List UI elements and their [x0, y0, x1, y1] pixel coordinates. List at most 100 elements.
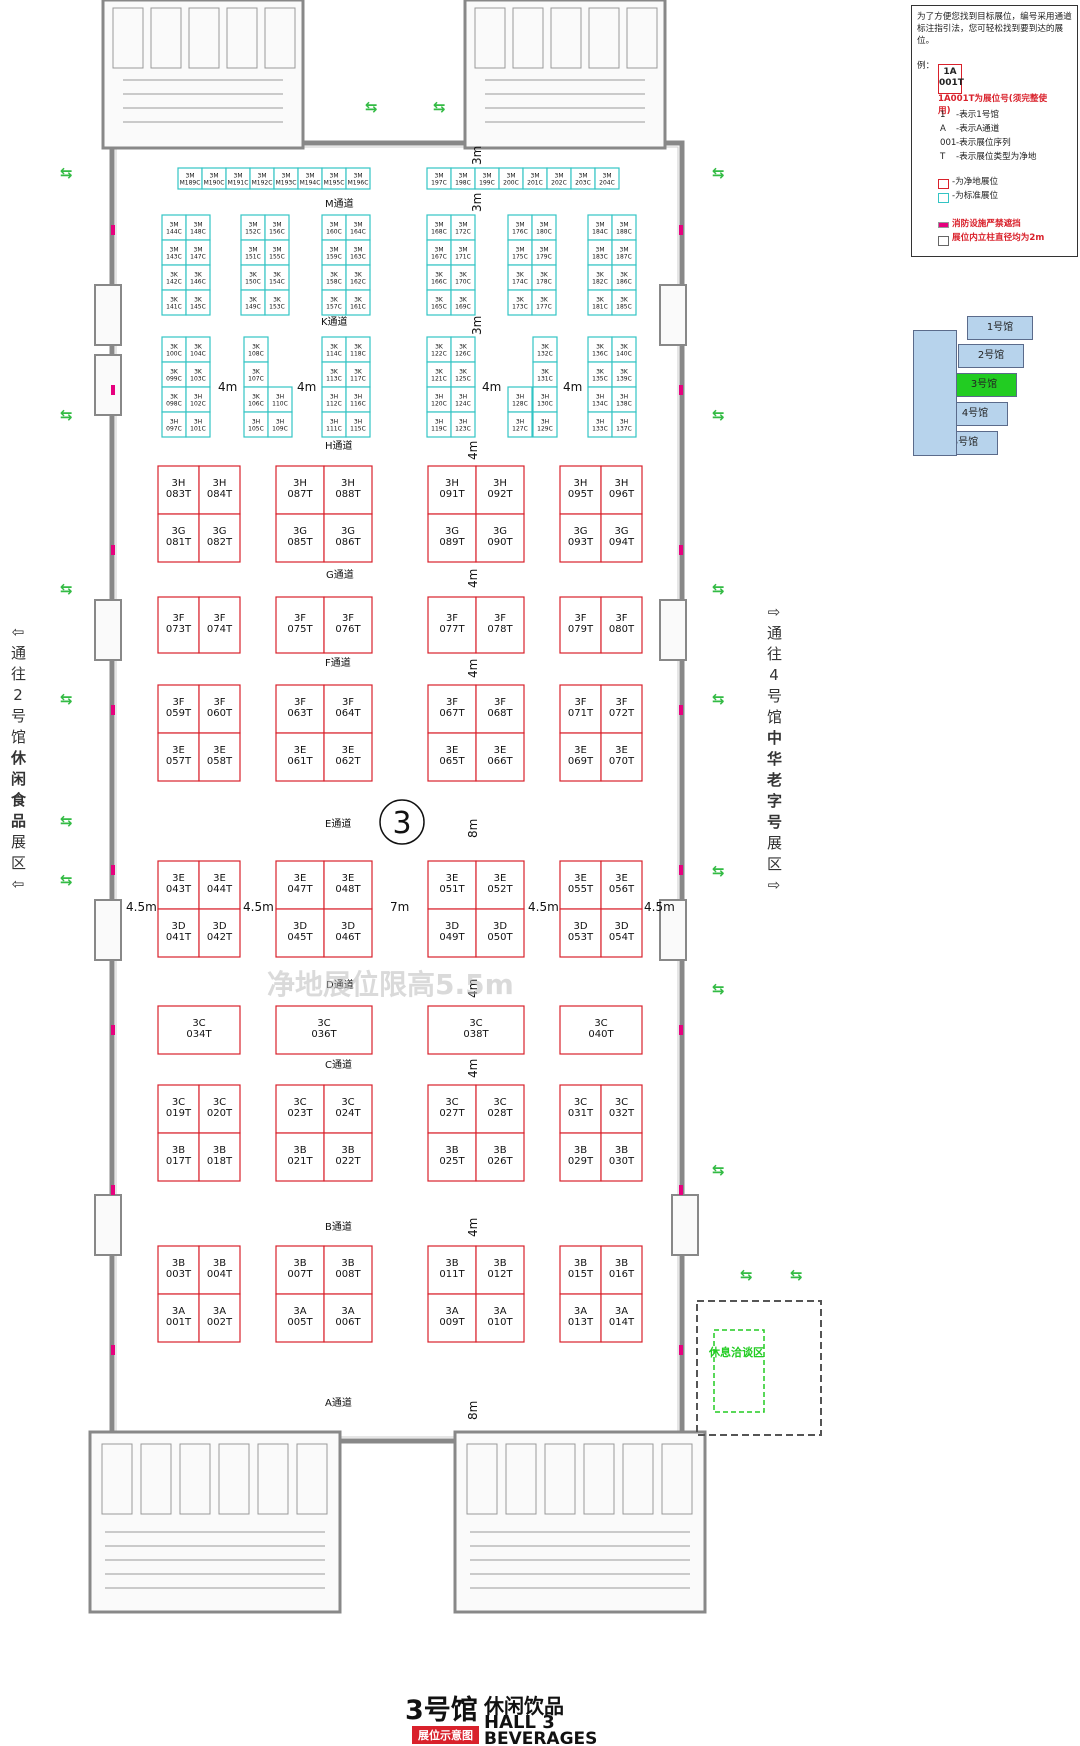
booth-code: 011T — [439, 1269, 465, 1280]
fire-facility-icon — [938, 222, 949, 228]
raw-space-booth — [427, 1293, 477, 1343]
door-arrow-icon: ⇆ — [60, 812, 73, 830]
raw-space-booth — [323, 860, 373, 910]
booth-code: 067T — [439, 708, 465, 719]
booth-code: 112C — [326, 401, 342, 408]
standard-booth — [185, 289, 211, 316]
door-arrow-icon: ⇆ — [740, 1266, 753, 1284]
booth-code: 3H — [620, 394, 628, 401]
booth-code: 3M — [273, 222, 282, 229]
booth-code: M190C — [204, 180, 225, 187]
side-structure — [94, 284, 122, 346]
booth-code: 023T — [287, 1108, 313, 1119]
standard-booth — [611, 289, 637, 316]
booth-code: 3K — [540, 272, 549, 279]
raw-space-booth — [475, 860, 525, 910]
booth-code: 095T — [568, 489, 594, 500]
booth-code: 141C — [166, 304, 182, 311]
booth-code: 046T — [335, 932, 361, 943]
booth-code: 3K — [541, 369, 550, 376]
width-label: 4m — [466, 659, 480, 678]
standard-booth — [264, 289, 290, 316]
booth-code: 3K — [273, 272, 282, 279]
booth-code: 3K — [170, 272, 179, 279]
booth-code: 3D — [212, 921, 226, 932]
booth-code: 3F — [172, 697, 184, 708]
booth-code: 3K — [435, 369, 444, 376]
booth-code: 3K — [170, 369, 179, 376]
booth-code: 136C — [592, 351, 608, 358]
booth-code: 183C — [592, 254, 608, 261]
booth-code: 3K — [596, 369, 605, 376]
fire-facility-icon — [111, 705, 115, 715]
fire-facility-icon — [111, 385, 115, 395]
booth-code: 164C — [350, 229, 366, 236]
booth-code: 3H — [354, 394, 362, 401]
booth-code: 116C — [350, 401, 366, 408]
raw-space-booth — [198, 684, 241, 734]
booth-code: 3C — [574, 1097, 587, 1108]
hall-wall-inner — [115, 146, 679, 1438]
title-en-1: HALL 3 — [484, 1712, 555, 1733]
service-room — [296, 1443, 328, 1515]
booth-code: 113C — [326, 376, 342, 383]
booth-code: 070T — [609, 756, 635, 767]
booth-code: 123C — [455, 426, 471, 433]
standard-booth — [507, 264, 533, 291]
booth-code: 163C — [350, 254, 366, 261]
booth-code: 3M — [330, 222, 339, 229]
standard-booth — [321, 289, 347, 316]
booth-code: 080T — [609, 624, 635, 635]
standard-booth — [243, 411, 269, 438]
booth-code: 171C — [455, 254, 471, 261]
service-room — [257, 1443, 289, 1515]
width-label: 4m — [218, 380, 237, 394]
booth-code: 186C — [616, 279, 632, 286]
booth-code: 022T — [335, 1156, 361, 1167]
booth-code: 181C — [592, 304, 608, 311]
aisle-label: E通道 — [325, 817, 351, 830]
raw-space-booth — [600, 596, 643, 654]
raw-space-booth — [157, 513, 200, 563]
booth-code: 3C — [213, 1097, 226, 1108]
booth-code: 004T — [207, 1269, 233, 1280]
standard-booth — [185, 411, 211, 438]
raw-space-booth — [275, 860, 325, 910]
booth-code: 101C — [190, 426, 206, 433]
fire-facility-icon — [679, 225, 683, 235]
raw-space-booth — [559, 1005, 643, 1055]
booth-code: 119C — [431, 426, 447, 433]
booth-code: 3C — [493, 1097, 506, 1108]
raw-space-booth — [475, 1084, 525, 1134]
raw-space-booth — [600, 1245, 643, 1295]
raw-space-booth — [559, 513, 602, 563]
booth-code: 3M — [186, 173, 195, 180]
hall-map-connector — [913, 330, 957, 456]
booth-code: 3E — [494, 873, 507, 884]
booth-code: 177C — [536, 304, 552, 311]
booth-code: 160C — [326, 229, 342, 236]
booth-code: 3B — [341, 1145, 354, 1156]
legend-raw-space: -为净地展位 — [952, 177, 999, 187]
standard-booth — [532, 386, 558, 413]
booth-code: 3K — [330, 297, 339, 304]
raw-space-booth — [475, 1293, 525, 1343]
booth-code: 097C — [166, 426, 182, 433]
booth-code: 3H — [341, 478, 355, 489]
booth-code: 3H — [459, 394, 467, 401]
booth-code: 3M — [354, 247, 363, 254]
booth-code: 3E — [213, 873, 226, 884]
width-label: 4.5m — [644, 900, 675, 914]
booth-code: 104C — [190, 351, 206, 358]
booth-code: 3F — [172, 613, 184, 624]
booth-code: 028T — [487, 1108, 513, 1119]
watermark: 净地展位限高5.5m — [267, 968, 514, 1001]
booth-code: 006T — [335, 1317, 361, 1328]
arrow-left-icon: ⇦ — [11, 623, 25, 641]
booth-code: 3A — [172, 1306, 185, 1317]
service-room — [588, 7, 620, 69]
booth-code: 029T — [568, 1156, 594, 1167]
side-structure — [671, 1194, 699, 1256]
service-room — [474, 7, 506, 69]
standard-booth — [321, 214, 347, 241]
